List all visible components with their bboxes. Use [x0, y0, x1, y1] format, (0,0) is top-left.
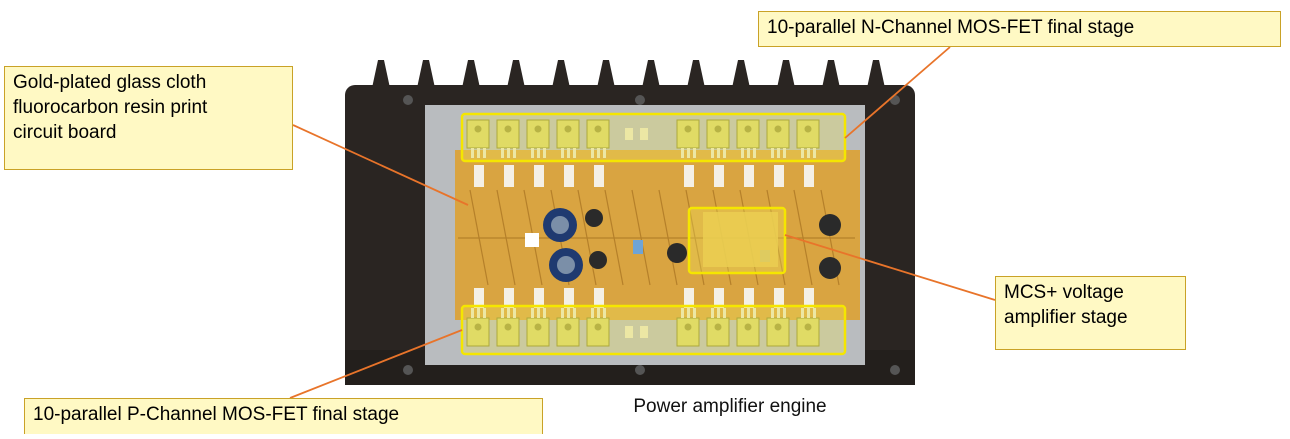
heatsink-fin — [507, 60, 525, 88]
resistor — [504, 165, 514, 187]
resistor — [474, 288, 484, 308]
callout-n-channel-text: 10-parallel N-Channel MOS-FET final stag… — [767, 17, 1135, 38]
printed-circuit-board — [455, 150, 860, 320]
capacitor — [585, 209, 603, 227]
resistor — [804, 165, 814, 187]
heatsink-fins — [372, 60, 885, 88]
leader-line-mcs — [784, 234, 996, 301]
callout-mcs-line1: MCS+ voltage — [1004, 282, 1124, 303]
capacitor — [589, 251, 607, 269]
resistor — [684, 165, 694, 187]
heatsink-fin — [462, 60, 480, 88]
n-channel-highlight — [460, 112, 847, 163]
resistor — [684, 288, 694, 308]
resistors — [474, 165, 814, 308]
resistor — [594, 165, 604, 187]
figure-caption: Power amplifier engine — [633, 396, 827, 417]
capacitor — [819, 257, 841, 279]
mcs-highlight — [687, 206, 787, 275]
pcb-traces — [458, 189, 855, 286]
heatsink-fin — [777, 60, 795, 88]
heatsink-fin — [417, 60, 435, 88]
heatsink-fin — [552, 60, 570, 88]
resistor — [534, 288, 544, 308]
callout-pcb-line2: fluorocarbon resin print — [13, 97, 208, 118]
leader-line-p-channel — [289, 329, 463, 399]
callout-p-channel: 10-parallel P-Channel MOS-FET final stag… — [24, 398, 543, 434]
heatsink-fin — [867, 60, 885, 88]
p-channel-highlight — [460, 304, 847, 356]
resistor — [744, 165, 754, 187]
callout-n-channel: 10-parallel N-Channel MOS-FET final stag… — [758, 11, 1281, 47]
callout-pcb: Gold-plated glass cloth fluorocarbon res… — [4, 66, 293, 170]
callout-mcs-line2: amplifier stage — [1004, 307, 1128, 328]
leader-line-n-channel — [844, 46, 951, 139]
capacitor — [819, 214, 841, 236]
resistor — [774, 165, 784, 187]
callout-pcb-line1: Gold-plated glass cloth — [13, 72, 207, 93]
resistor — [744, 288, 754, 308]
resistor — [534, 165, 544, 187]
resistor — [774, 288, 784, 308]
leader-line-pcb — [292, 124, 469, 206]
heatsink-fin — [687, 60, 705, 88]
callout-p-channel-text: 10-parallel P-Channel MOS-FET final stag… — [33, 404, 400, 425]
heatsink-fin — [642, 60, 660, 88]
resistor — [564, 165, 574, 187]
resistor — [714, 165, 724, 187]
heatsink-fin — [822, 60, 840, 88]
resistor — [594, 288, 604, 308]
p-channel-mosfet-row — [466, 308, 820, 347]
callout-mcs: MCS+ voltage amplifier stage — [995, 276, 1186, 350]
heatsink-fin — [372, 60, 390, 88]
resistor — [474, 165, 484, 187]
heatsink-fin — [732, 60, 750, 88]
resistor — [714, 288, 724, 308]
n-channel-mosfet-row — [466, 119, 820, 158]
callout-pcb-line3: circuit board — [13, 122, 117, 143]
resistor — [564, 288, 574, 308]
resistor — [804, 288, 814, 308]
heatsink-fin — [597, 60, 615, 88]
capacitor — [667, 243, 687, 263]
resistor — [504, 288, 514, 308]
